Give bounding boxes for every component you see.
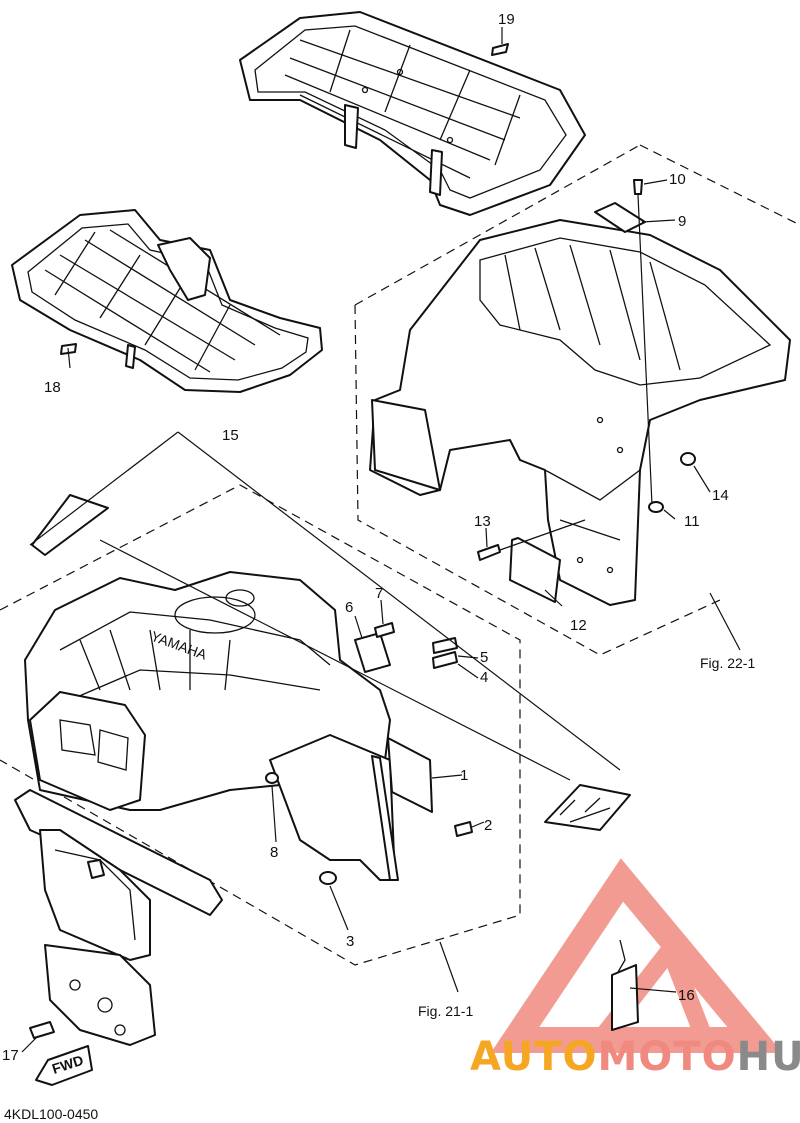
callout-8: 8 <box>270 844 278 861</box>
callout-5: 5 <box>480 649 488 666</box>
callout-7: 7 <box>375 585 383 602</box>
figure-ref-21-1: Fig. 21-1 <box>418 1003 473 1019</box>
diagram-code: 4KDL100-0450 <box>4 1106 98 1122</box>
callout-16: 16 <box>678 987 695 1004</box>
watermark-text: AUTOMOTOHUB <box>470 1034 800 1080</box>
callout-19: 19 <box>498 11 515 28</box>
front-carrier <box>11 209 323 393</box>
callout-18: 18 <box>44 379 61 396</box>
rear-carrier <box>239 11 586 216</box>
callout-15: 15 <box>222 427 239 444</box>
callout-13: 13 <box>474 513 491 530</box>
decal-15-group <box>29 431 631 831</box>
watermark-hub: HUB <box>737 1034 800 1080</box>
watermark-auto: AUTO <box>470 1034 598 1080</box>
figure-ref-22-1: Fig. 22-1 <box>700 655 755 671</box>
watermark-moto: MOTO <box>598 1034 737 1080</box>
callout-11: 11 <box>684 513 700 530</box>
callout-1: 1 <box>460 767 468 784</box>
callout-3: 3 <box>346 933 354 950</box>
tag-part-16 <box>611 964 639 1031</box>
callout-4: 4 <box>480 669 488 686</box>
callout-10: 10 <box>669 171 686 188</box>
front-bumper: FWD <box>14 789 223 1086</box>
rear-fender-group <box>354 144 800 656</box>
callout-14: 14 <box>712 487 729 504</box>
callout-17: 17 <box>2 1047 19 1064</box>
leader-lines <box>21 27 741 1053</box>
callouts: 1 2 3 4 5 6 7 8 9 10 11 12 13 14 15 16 1… <box>2 11 729 1064</box>
callout-9: 9 <box>678 213 686 230</box>
callout-12: 12 <box>570 617 587 634</box>
callout-6: 6 <box>345 599 353 616</box>
front-fender-group: YAMAHA <box>0 484 521 966</box>
callout-2: 2 <box>484 817 492 834</box>
watermark-triangle <box>490 858 783 1053</box>
